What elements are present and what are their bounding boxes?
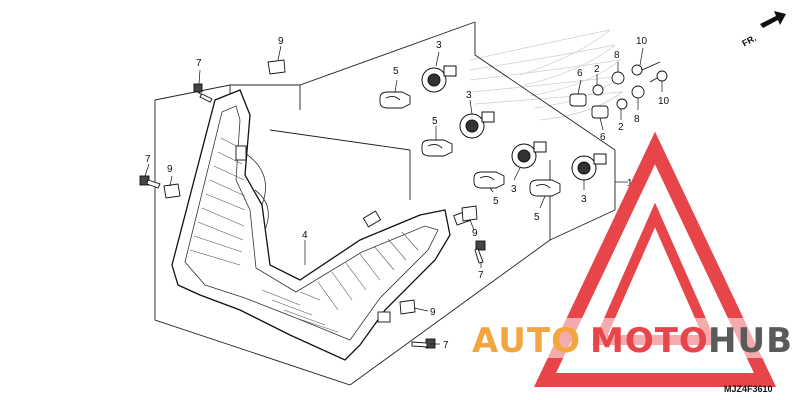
label-part-8: 8 [614, 50, 620, 61]
headlight-housing [171, 89, 471, 361]
label-part-3: 3 [466, 90, 472, 101]
socket-part-3 [421, 65, 607, 181]
label-part-3: 3 [581, 194, 587, 205]
label-part-9: 9 [472, 228, 478, 239]
watermark-text-auto: AUTO [472, 321, 581, 361]
watermark-logo: AUTO MOTO HUB [468, 131, 798, 387]
label-part-9: 9 [430, 307, 436, 318]
clip-icon [267, 59, 286, 75]
label-part-9: 9 [278, 36, 284, 47]
small-parts [569, 61, 668, 119]
headlight-outer-shell [171, 89, 451, 361]
watermark-text-hub: HUB [708, 321, 793, 361]
clip-icon [399, 299, 416, 315]
label-part-4: 4 [302, 230, 308, 241]
clip-icon [163, 183, 181, 199]
arrow-icon [760, 11, 786, 28]
watermark-text-moto: MOTO [590, 321, 709, 361]
bolt-icon [474, 240, 486, 264]
screw-icon [631, 61, 661, 76]
bolt-icon [193, 83, 213, 103]
label-part-10: 10 [636, 36, 648, 47]
bulb-icon [379, 91, 411, 109]
label-part-1: 1 [627, 178, 633, 189]
socket-icon [421, 65, 457, 93]
socket-icon [459, 111, 495, 139]
collar-icon [631, 85, 645, 99]
socket-icon [511, 141, 547, 169]
leader-lines [144, 45, 663, 345]
front-direction-label: FR. [740, 33, 757, 49]
bulb-icon [473, 171, 505, 189]
label-part-3: 3 [511, 184, 517, 195]
bulb-icon [529, 179, 561, 197]
label-part-10: 10 [658, 96, 670, 107]
washer-icon [592, 84, 604, 96]
lens-rib-pattern [189, 137, 419, 333]
label-part-7: 7 [145, 154, 151, 165]
label-part-7: 7 [443, 340, 449, 351]
label-part-5: 5 [432, 116, 438, 127]
figure-code: MJZ4F3610 [724, 384, 773, 394]
clip-part-9 [163, 59, 478, 315]
label-part-7: 7 [478, 270, 484, 281]
label-part-9: 9 [167, 164, 173, 175]
label-part-5: 5 [534, 212, 540, 223]
clip-icon [461, 205, 478, 222]
collar-icon [611, 71, 625, 85]
bulb-icon [421, 139, 453, 157]
bulb-6-icon [569, 93, 587, 107]
assembly-outline [154, 21, 616, 386]
front-direction-indicator: FR. [740, 11, 786, 48]
bulb-part-5 [379, 91, 561, 197]
label-part-2: 2 [618, 122, 624, 133]
washer-icon [616, 98, 628, 110]
watermark-triangle-outer [533, 131, 777, 387]
bolt-icon [411, 338, 436, 349]
label-part-5: 5 [493, 196, 499, 207]
bulb-6-icon [591, 105, 609, 119]
label-part-5: 5 [393, 66, 399, 77]
label-part-3: 3 [436, 40, 442, 51]
label-part-8: 8 [634, 114, 640, 125]
label-part-6: 6 [577, 68, 583, 79]
socket-icon [571, 153, 607, 181]
label-part-6: 6 [600, 132, 606, 143]
bolt-icon [139, 175, 161, 189]
part-labels: 1 2 2 3 3 3 3 4 5 5 5 5 6 6 7 7 7 7 8 8 … [145, 36, 670, 351]
screw-icon [649, 70, 668, 83]
label-part-2: 2 [594, 64, 600, 75]
bolt-part-7 [139, 83, 486, 349]
label-part-7: 7 [196, 58, 202, 69]
